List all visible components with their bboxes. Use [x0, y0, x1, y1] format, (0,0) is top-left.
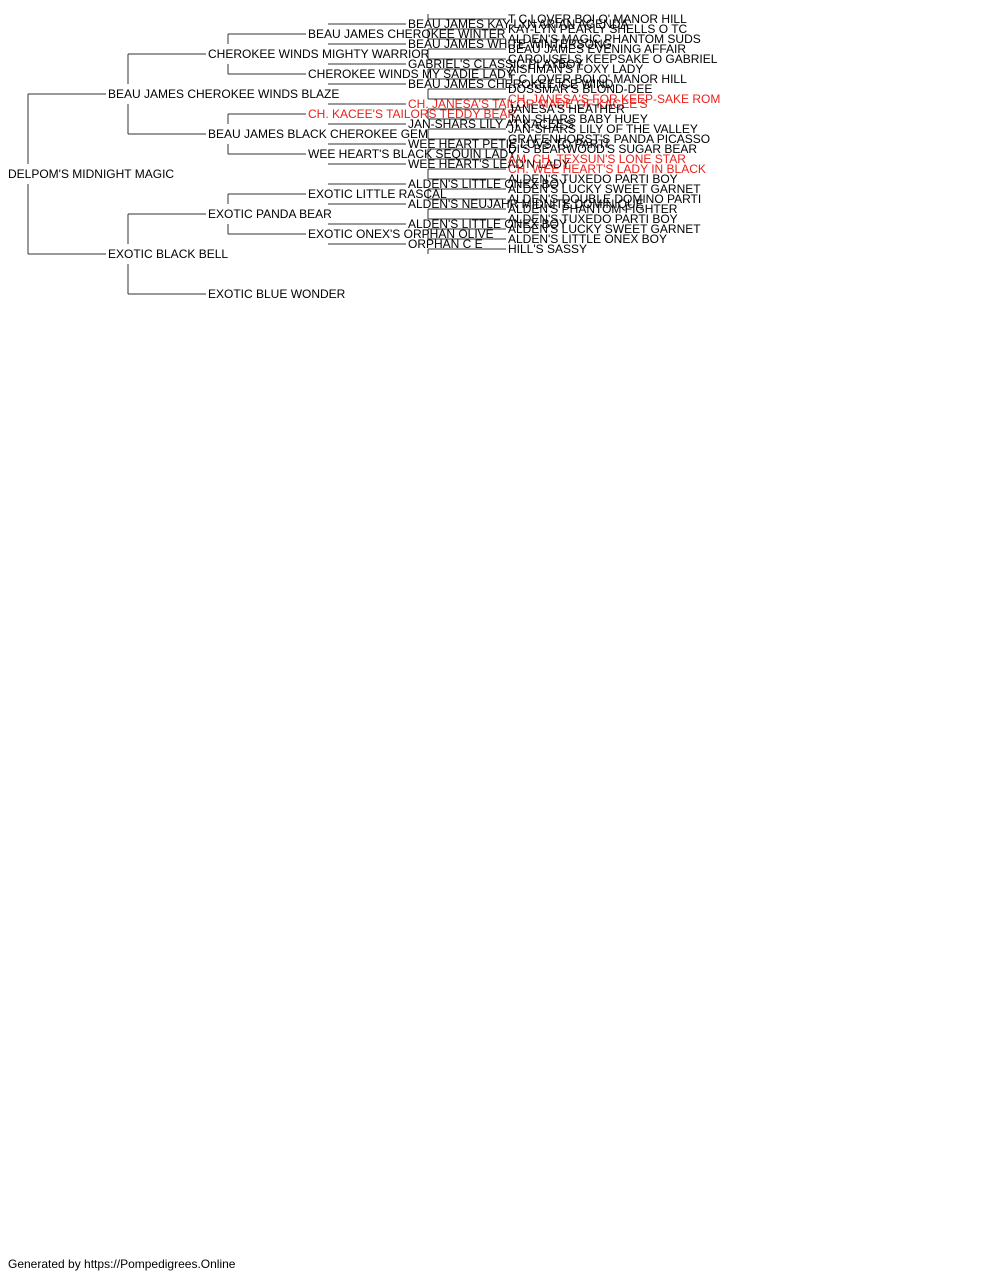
sire-dam-sire-sire-sire-name: CH. JANESA'S FOR KEEP-SAKE ROM	[508, 92, 721, 106]
dam-sire-dam-sire-sire-name: ALDEN'S TUXEDO PARTI BOY	[508, 212, 678, 226]
sire-dam-dam-sire-sire-name: GRAFENHORST'S PANDA PICASSO	[508, 132, 711, 146]
dam-sire-dam-sire-name: ALDEN'S LITTLE ONEX BOY	[408, 217, 568, 231]
dam-sire-sire-sire-dam-name: ALDEN'S LUCKY SWEET GARNET	[508, 182, 701, 196]
sire-dam-sire-sire-name: CH. JANESA'S TAILOR-MADE OF KACEE'S	[408, 97, 648, 111]
dam-sire-dam-name: EXOTIC ONEX'S ORPHAN OLIVE	[308, 227, 494, 241]
sire-dam-dam-dam-sire-name: AM. CH. TEXSUN'S LONE STAR	[508, 152, 686, 166]
sire-dam-sire-dam-sire-name: JAN-SHARS BABY HUEY	[508, 112, 648, 126]
sire-sire-dam-sire-dam-name: AISHMAN'S FOXY LADY	[508, 62, 644, 76]
sire-sire-sire-dam-sire-name: ALDEN'S MAGIC PHANTOM SUDS	[508, 32, 701, 46]
sire-dam-dam-dam-dam-name: CH. WEE HEART'S LADY IN BLACK	[508, 162, 706, 176]
dam-sire-dam-dam-sire-name: ALDEN'S LITTLE ONEX BOY	[508, 232, 668, 246]
sire-dam-sire-dam-dam-name: JAN-SHARS LILY OF THE VALLEY	[508, 122, 698, 136]
dam-dam-name: EXOTIC BLUE WONDER	[208, 287, 346, 301]
sire-sire-name: CHEROKEE WINDS MIGHTY WARRIOR	[208, 47, 430, 61]
sire-dam-dam-sire-name: WEE HEART PETIE LUVS TO PARTI	[408, 137, 609, 151]
sire-dam-sire-name: CH. KACEE'S TAILORS TEDDY BEAR	[308, 107, 517, 121]
sire-dam-sire-dam-name: JAN-SHARS LILY AT KACEE'S	[408, 117, 575, 131]
sire-sire-dam-sire-name: GABRIEL'S CLASSIC PLAYBOY	[408, 57, 584, 71]
dam-sire-dam-sire-dam-name: ALDEN'S LUCKY SWEET GARNET	[508, 222, 701, 236]
sire-sire-sire-sire-name: BEAU JAMES KAY-LYN ARIAN AGENDA	[408, 17, 629, 31]
sire-dam-dam-sire-dam-name: DI'S BEARWOOD'S SUGAR BEAR	[508, 142, 698, 156]
sire-sire-dam-sire-sire-name: CAROUSELS KEEPSAKE O GABRIEL	[508, 52, 718, 66]
sire-sire-sire-dam-name: BEAU JAMES WHITE WINTERSONG	[408, 37, 613, 51]
dam-sire-sire-sire-sire-name: ALDEN'S TUXEDO PARTI BOY	[508, 172, 678, 186]
sire-dam-sire-sire-dam-name: JANESA'S HEATHER	[508, 102, 625, 116]
subject-name: DELPOM'S MIDNIGHT MAGIC	[8, 167, 175, 181]
dam-sire-name: EXOTIC PANDA BEAR	[208, 207, 332, 221]
sire-dam-name: BEAU JAMES BLACK CHEROKEE GEM	[208, 127, 429, 141]
sire-sire-dam-dam-sire-name: T C LOVER BOI O' MANOR HILL	[508, 72, 687, 86]
dam-sire-sire-sire-name: ALDEN'S LITTLE ONEX BOY	[408, 177, 568, 191]
sire-sire-dam-name: CHEROKEE WINDS MY SADIE LADY	[308, 67, 514, 81]
sire-sire-dam-dam-dam-name: DOSSMAR'S BLOND-DEE	[508, 82, 653, 96]
sire-sire-sire-sire-sire-name: T C LOVER BOI O' MANOR HILL	[508, 12, 687, 26]
sire-dam-dam-dam-name: WEE HEART'S LEAD'N LADY	[408, 157, 570, 171]
sire-sire-dam-dam-name: BEAU JAMES CHEROKEE ICE WIND	[408, 77, 614, 91]
dam-sire-sire-name: EXOTIC LITTLE RASCAL	[308, 187, 447, 201]
sire-sire-sire-sire-dam-name: KAY-LYN PEARLY SHELLS O TC	[508, 22, 688, 36]
dam-sire-sire-dam-dam-name: ALDEN'S PHANTOM FIGHTER	[508, 202, 678, 216]
dam-sire-dam-dam-dam-name: HILL'S SASSY	[508, 242, 587, 256]
sire-sire-sire-name: BEAU JAMES CHEROKEE WINTER	[308, 27, 506, 41]
dam-sire-sire-dam-sire-name: ALDEN'S DOUBLE DOMINO PARTI	[508, 192, 702, 206]
generated-by-footer: Generated by https://Pompedigrees.Online	[8, 1257, 236, 1271]
sire-name: BEAU JAMES CHEROKEE WINDS BLAZE	[108, 87, 340, 101]
dam-sire-dam-dam-name: ORPHAN C E	[408, 237, 483, 251]
dam-sire-sire-dam-name: ALDEN'S NEUJAHR MIDNITE DOMINIQUE	[408, 197, 644, 211]
sire-dam-dam-name: WEE HEART'S BLACK SEQUIN LADY	[308, 147, 517, 161]
dam-name: EXOTIC BLACK BELL	[108, 247, 229, 261]
sire-sire-sire-dam-dam-name: BEAU JAMES EVENING AFFAIR	[508, 42, 687, 56]
